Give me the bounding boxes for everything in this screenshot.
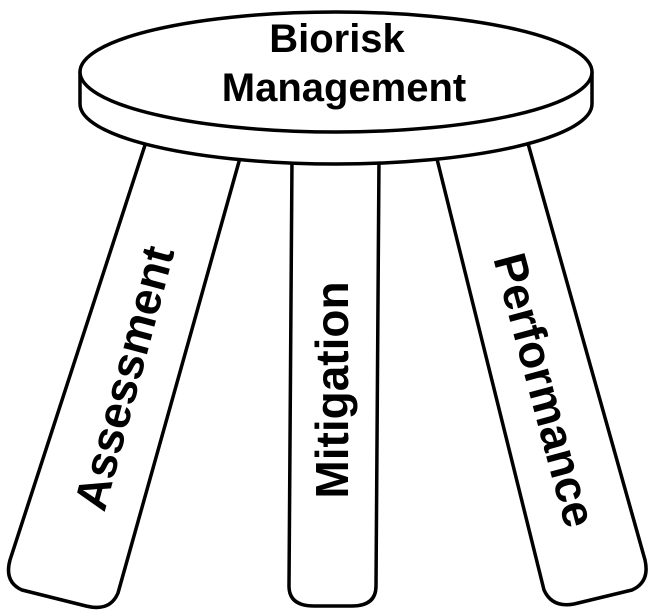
- seat-top: [78, 10, 594, 134]
- seat: Biorisk Management: [78, 10, 594, 166]
- leg-middle: Mitigation: [287, 156, 381, 608]
- seat-title-line-1: Biorisk: [269, 17, 405, 61]
- leg-left-shape: [6, 140, 242, 610]
- leg-right-shape: [434, 138, 648, 607]
- leg-right: Performance: [434, 138, 648, 607]
- leg-middle-shape: [287, 156, 381, 608]
- leg-left: Assessment: [6, 140, 242, 610]
- seat-title-line-2: Management: [222, 66, 467, 110]
- leg-middle-label: Mitigation: [306, 281, 358, 498]
